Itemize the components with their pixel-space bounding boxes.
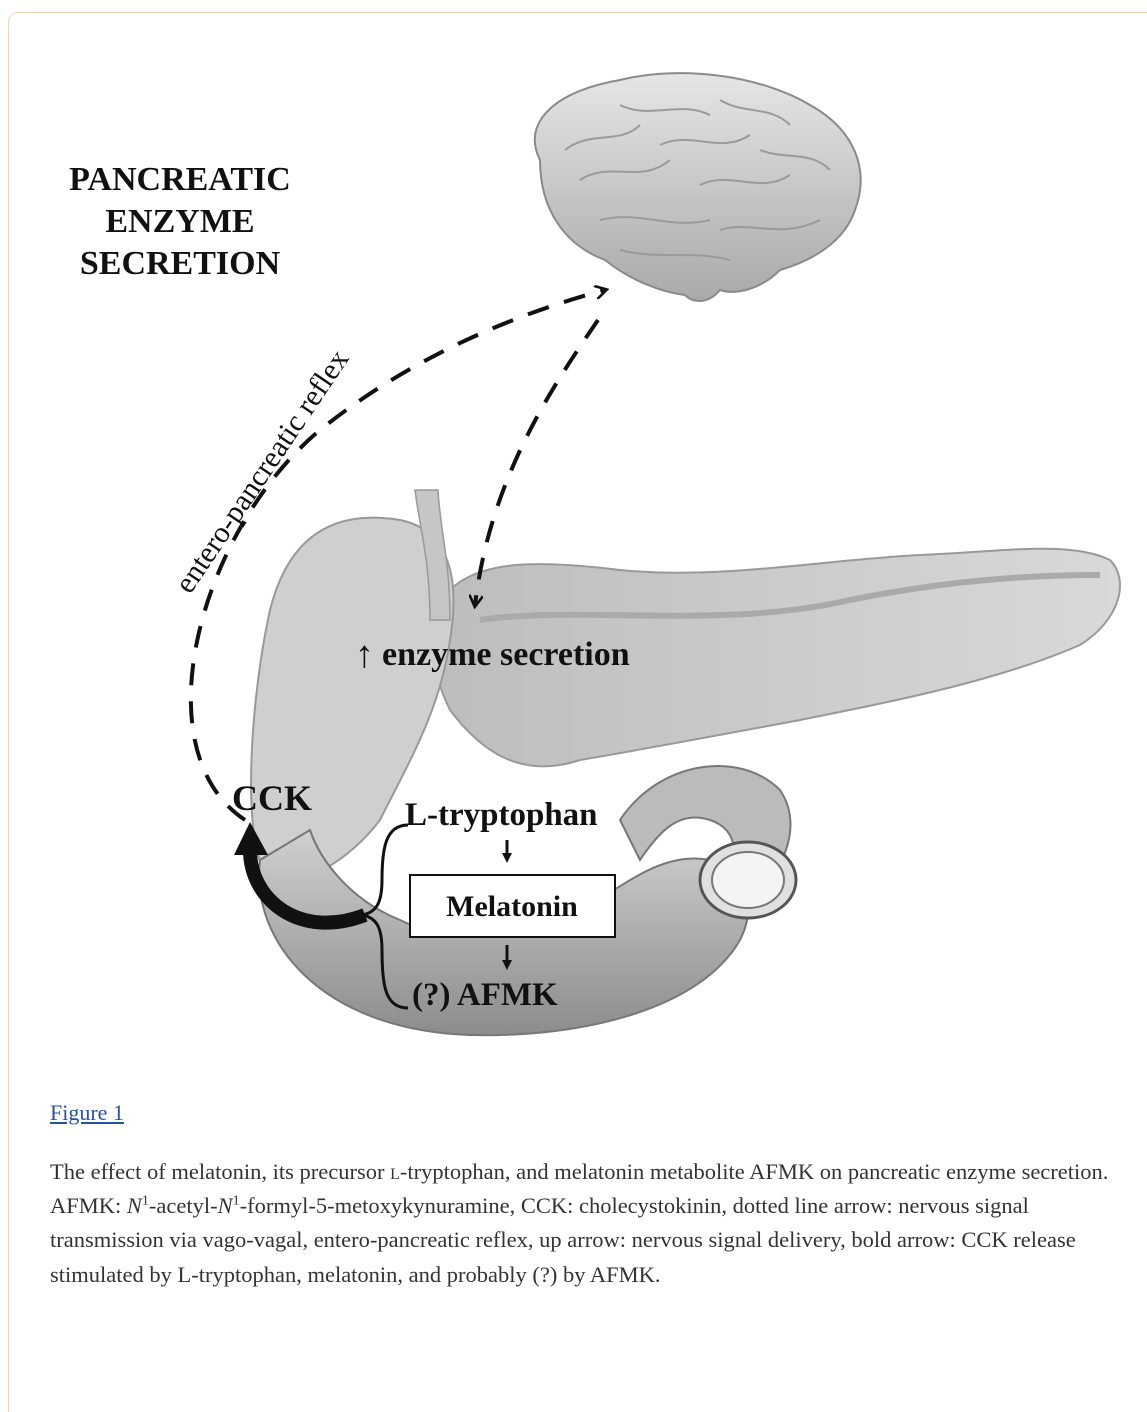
figure-title-line-2: ENZYME (105, 203, 254, 240)
figure-caption: The effect of melatonin, its precursor l… (50, 1155, 1120, 1292)
pancreas-illustration (251, 490, 1120, 882)
brain-illustration (535, 73, 861, 301)
figure-title-line-3: SECRETION (80, 245, 281, 282)
caption-italic-n: N (218, 1193, 233, 1218)
melatonin-label: Melatonin (446, 890, 578, 923)
l-tryptophan-label: L-tryptophan (405, 797, 598, 833)
enzyme-secretion-label: enzyme secretion (382, 636, 630, 673)
figure-image: PANCREATIC ENZYME SECRETION entero-pancr… (20, 60, 1147, 1060)
caption-small-caps-l: l (390, 1159, 400, 1184)
caption-superscript: 1 (233, 1194, 240, 1209)
cck-label: CCK (232, 778, 312, 818)
figure-title-line-1: PANCREATIC (69, 161, 291, 198)
caption-text: -acetyl- (149, 1193, 218, 1218)
caption-text: The effect of melatonin, its precursor (50, 1159, 390, 1184)
caption-superscript: 1 (142, 1194, 149, 1209)
up-arrow-glyph: ↑ (355, 634, 374, 676)
nerve-dashed-arrow (475, 320, 598, 605)
diagram-svg: PANCREATIC ENZYME SECRETION entero-pancr… (20, 60, 1147, 1060)
figure-link[interactable]: Figure 1 (50, 1100, 124, 1126)
caption-italic-n: N (127, 1193, 142, 1218)
afmk-label: (?) AFMK (412, 977, 558, 1013)
